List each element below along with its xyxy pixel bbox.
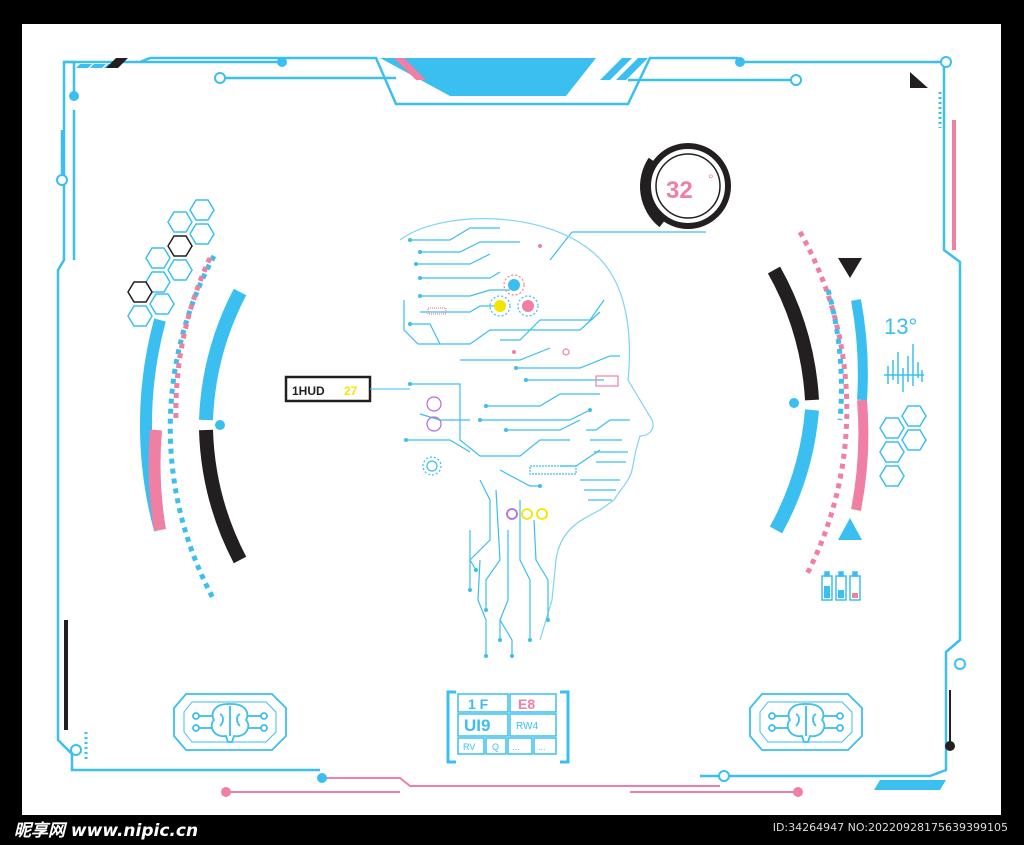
panel-cell-ui9: UI9 (464, 716, 490, 735)
left-gauge (140, 254, 247, 602)
edge-accents (64, 92, 956, 790)
battery-icon (821, 571, 861, 601)
right-hex-cluster (879, 405, 927, 487)
panel-cell-rv: RV (463, 742, 475, 752)
right-brain-badge (749, 693, 863, 751)
watermark-right: ID:34264947 NO:20220928175639399105 (772, 821, 1008, 834)
top-temperature-unit: ° (708, 171, 714, 187)
panel-cell-q: Q (492, 742, 499, 752)
watermark-left: 昵享网 www.nipic.cn (14, 821, 199, 841)
left-hex-cluster (127, 199, 215, 327)
hud-label-box: 1HUD 27 (284, 375, 410, 403)
panel-cell-rw4: RW4 (516, 721, 538, 732)
panel-cell-dots-2: ... (538, 742, 546, 752)
frame-nodes (56, 56, 966, 797)
right-temperature: 13° (884, 314, 917, 339)
mini-bar-graph (884, 344, 924, 392)
hud-label-prefix: 1HUD (292, 384, 325, 398)
top-temperature-value: 32 (666, 177, 693, 204)
left-brain-badge (173, 693, 287, 751)
circuit-head-icon (399, 218, 654, 658)
panel-cell-dots-1: ... (512, 742, 520, 752)
right-gauge (767, 230, 869, 578)
outer-frame (56, 56, 962, 793)
brain-icon (786, 703, 826, 743)
bottom-info-panel: 1 F E8 UI9 RW4 RV Q ... ... (446, 690, 570, 764)
brain-icon (210, 703, 250, 743)
panel-cell-1f: 1 F (468, 696, 489, 712)
hud-label-suffix: 27 (344, 384, 358, 398)
panel-cell-e8: E8 (518, 696, 535, 712)
top-banner (76, 58, 928, 96)
